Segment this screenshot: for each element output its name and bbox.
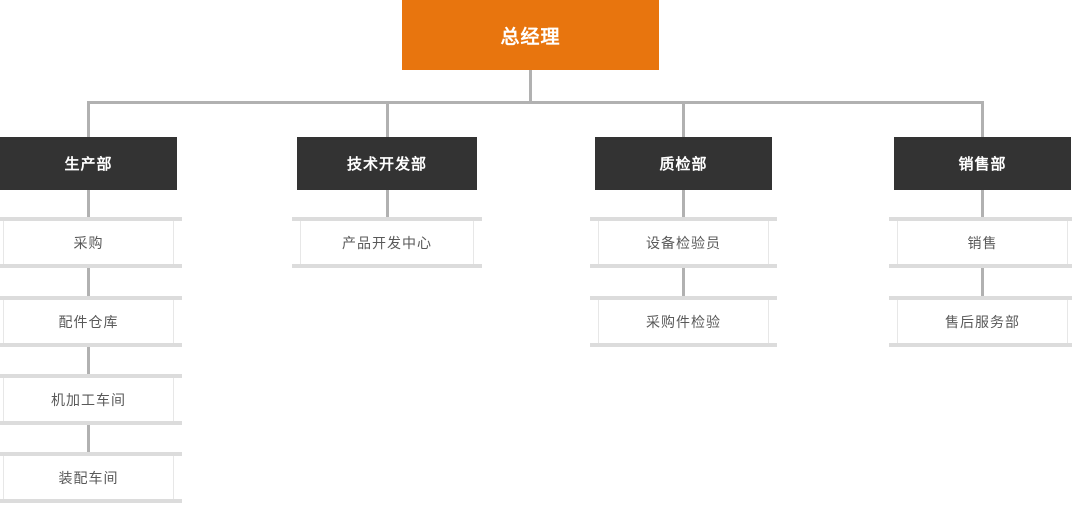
org-node-department: 质检部 (595, 137, 772, 190)
org-node-leaf: 售后服务部 (889, 296, 1072, 347)
connector-child-link (682, 190, 685, 217)
org-node-root: 总经理 (402, 0, 659, 70)
org-node-leaf: 配件仓库 (0, 296, 182, 347)
connector-rail-drop (981, 101, 984, 140)
org-node-leaf: 采购件检验 (590, 296, 777, 347)
connector-child-link (87, 268, 90, 296)
connector-rail-drop (682, 101, 685, 140)
connector-child-link (682, 268, 685, 296)
org-node-leaf: 产品开发中心 (292, 217, 482, 268)
org-node-leaf: 采购 (0, 217, 182, 268)
connector-child-link (87, 347, 90, 374)
connector-root-stem (529, 70, 532, 101)
connector-child-link (981, 268, 984, 296)
org-node-leaf: 机加工车间 (0, 374, 182, 425)
org-node-leaf: 装配车间 (0, 452, 182, 503)
connector-rail-drop (87, 101, 90, 140)
org-node-leaf: 设备检验员 (590, 217, 777, 268)
connector-child-link (87, 190, 90, 217)
connector-child-link (981, 190, 984, 217)
org-node-department: 生产部 (0, 137, 177, 190)
connector-child-link (385, 190, 389, 217)
connector-rail-drop (385, 101, 389, 140)
connector-child-link (87, 425, 90, 452)
org-node-department: 销售部 (894, 137, 1071, 190)
org-node-department: 技术开发部 (297, 137, 477, 190)
connector-horizontal-rail (87, 101, 984, 104)
org-node-leaf: 销售 (889, 217, 1072, 268)
